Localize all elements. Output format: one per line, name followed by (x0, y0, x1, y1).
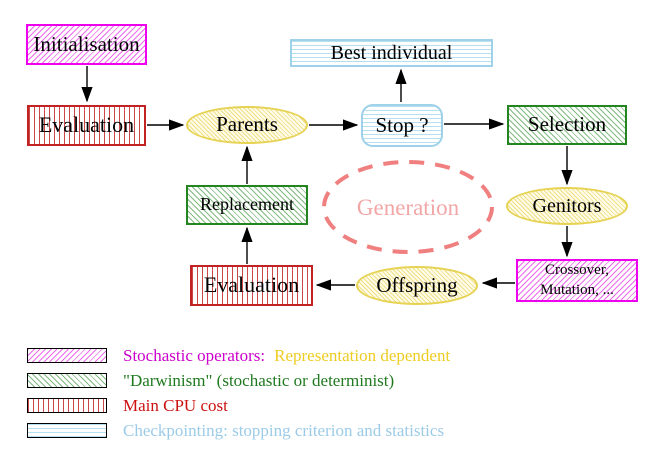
legend-label-darwinism: "Darwinism" (stochastic or determinist) (123, 370, 395, 390)
node-initialisation: Initialisation (26, 24, 147, 65)
node-evaluation-bottom: Evaluation (190, 265, 313, 306)
magenta-diagonal-hatch-swatch (27, 348, 107, 363)
node-evaluation-top: Evaluation (27, 105, 146, 146)
legend-row-stochastic: Stochastic operators: Representation dep… (27, 345, 451, 365)
legend-row-checkpointing: Checkpointing: stopping criterion and st… (27, 420, 450, 440)
node-crossover-mutation: Crossover, Mutation, ... (516, 259, 638, 302)
node-genitors: Genitors (506, 187, 628, 225)
legend-label-representation-dependent: Representation dependent (274, 345, 451, 365)
red-vertical-stripes-swatch (27, 398, 107, 413)
node-generation-label: Generation (356, 195, 460, 221)
crossover-line2: Mutation, ... (540, 281, 614, 298)
legend-row-cpu-cost: Main CPU cost (27, 395, 450, 415)
node-parents: Parents (186, 106, 308, 144)
node-selection: Selection (507, 105, 627, 145)
cyan-horizontal-stripes-swatch (27, 423, 107, 438)
node-replacement: Replacement (186, 185, 308, 225)
legend-label-stochastic-operators: Stochastic operators: (123, 345, 266, 365)
node-stop: Stop ? (361, 104, 443, 147)
crossover-line1: Crossover, (545, 262, 609, 278)
legend-label-checkpointing: Checkpointing: stopping criterion and st… (123, 420, 445, 440)
green-diagonal-hatch-swatch (27, 373, 107, 388)
legend-label-main-cpu-cost: Main CPU cost (123, 395, 228, 415)
node-best-individual: Best individual (290, 39, 493, 67)
legend-row-darwinism: "Darwinism" (stochastic or determinist) (27, 370, 450, 390)
legend: Stochastic operators: Representation dep… (27, 345, 451, 440)
node-offspring: Offspring (356, 266, 478, 305)
